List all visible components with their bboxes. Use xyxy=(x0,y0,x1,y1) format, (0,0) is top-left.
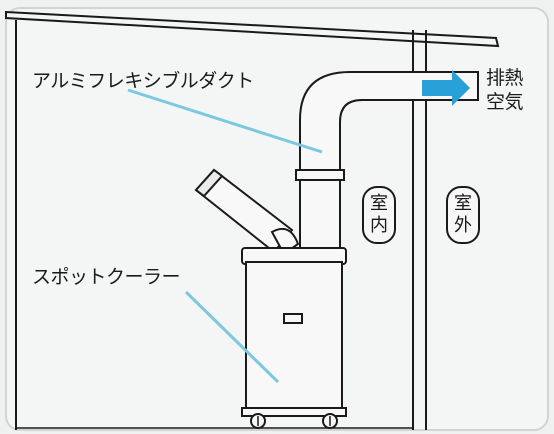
cooler-label: スポットクーラー xyxy=(32,266,181,288)
outdoor-label-char1: 室 xyxy=(454,193,472,214)
indoor-label-char2: 内 xyxy=(370,215,388,236)
roof xyxy=(5,10,500,48)
indoor-label: 室 内 xyxy=(362,186,396,244)
duct-collar xyxy=(295,169,345,181)
cooler-leader-line xyxy=(184,290,280,384)
cooler-base xyxy=(241,407,347,417)
indoor-label-char1: 室 xyxy=(370,193,388,214)
cooler-body xyxy=(245,261,343,411)
duct-leader-line xyxy=(127,88,323,154)
exhaust-label-line2: 空気 xyxy=(486,91,524,113)
cooler-panel xyxy=(283,313,303,324)
exhaust-label: 排熱 空気 xyxy=(486,66,524,114)
duct-body xyxy=(299,71,479,179)
exhaust-arrow xyxy=(422,70,470,106)
duct-label: アルミフレキシブルダクト xyxy=(32,70,254,92)
outdoor-label-char2: 外 xyxy=(454,215,472,236)
outdoor-label: 室 外 xyxy=(446,186,480,244)
duct-lower xyxy=(299,179,341,251)
exhaust-label-line1: 排熱 xyxy=(486,67,524,89)
